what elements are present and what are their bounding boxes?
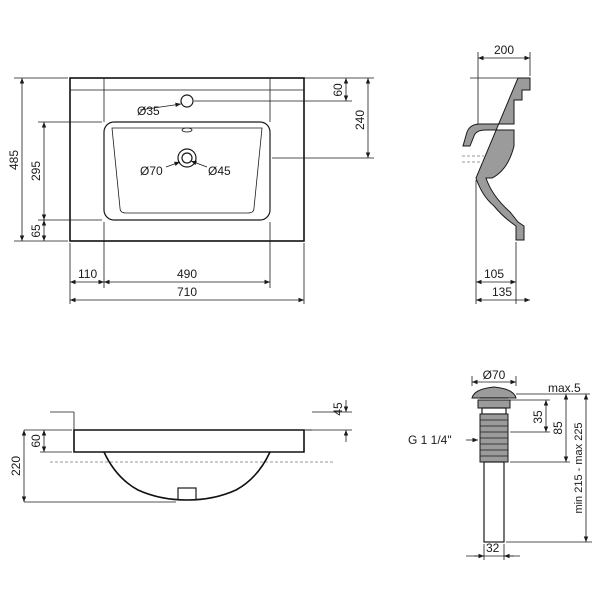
label-cap-diameter: Ø70 — [483, 368, 506, 382]
label-drain-offset: 240 — [353, 110, 367, 130]
label-total-width: 710 — [177, 285, 197, 299]
label-cap-gap: max.5 — [548, 381, 581, 395]
front-slab — [73, 429, 305, 453]
label-side-bottom: 105 — [484, 267, 504, 281]
tap-hole — [180, 94, 194, 108]
label-length-range: min 215 - max 225 — [573, 422, 585, 513]
label-cap-height: 35 — [531, 410, 545, 424]
overflow-slot — [181, 127, 193, 133]
label-top-thickness: 60 — [29, 434, 43, 448]
label-tap-offset: 60 — [331, 83, 345, 97]
label-rim-height: 45 — [331, 402, 345, 416]
drain-inner-circle — [181, 152, 193, 164]
drain-outer-circle — [177, 148, 197, 168]
leader-drain-outer — [165, 161, 181, 168]
label-side-total: 135 — [492, 285, 512, 299]
label-side-margin: 110 — [78, 267, 97, 281]
leader-tap-hole — [139, 102, 182, 111]
label-tap-hole-diameter: Ø35 — [137, 104, 160, 118]
drain-pipe — [483, 461, 505, 543]
label-depth-bowl: 295 — [29, 161, 43, 181]
top-view: Ø35 Ø70 Ø45 485 295 65 60 240 110 49 — [7, 77, 374, 304]
leader-drain-inner — [190, 160, 208, 168]
label-bowl-width: 490 — [177, 267, 197, 281]
label-side-depth: 200 — [494, 43, 514, 57]
drain-thread-lines — [480, 419, 508, 457]
side-view: 200 105 135 — [462, 43, 531, 304]
label-thread: G 1 1/4" — [408, 433, 452, 447]
label-body-height: 85 — [551, 421, 565, 435]
drain-flange — [477, 399, 511, 409]
label-drain-inner-diameter: Ø45 — [208, 164, 231, 178]
label-drain-outer-diameter: Ø70 — [140, 164, 163, 178]
label-depth-total: 485 — [7, 150, 21, 170]
front-bowl — [103, 451, 271, 501]
label-pipe-diameter: 32 — [486, 541, 500, 555]
basin-outline — [69, 77, 305, 242]
label-bowl-front-margin: 65 — [29, 224, 43, 238]
bowl-inner — [111, 127, 263, 214]
side-profile — [462, 77, 531, 241]
label-total-height: 220 — [9, 456, 23, 476]
bowl-outer — [103, 121, 271, 221]
drain-view: Ø70 max.5 35 85 min 215 - max 225 G 1 1/… — [408, 368, 592, 560]
front-drain-nub — [177, 487, 197, 501]
front-view: 60 220 45 — [9, 400, 352, 503]
drain-cap — [471, 386, 517, 399]
drain-neck — [481, 407, 507, 415]
